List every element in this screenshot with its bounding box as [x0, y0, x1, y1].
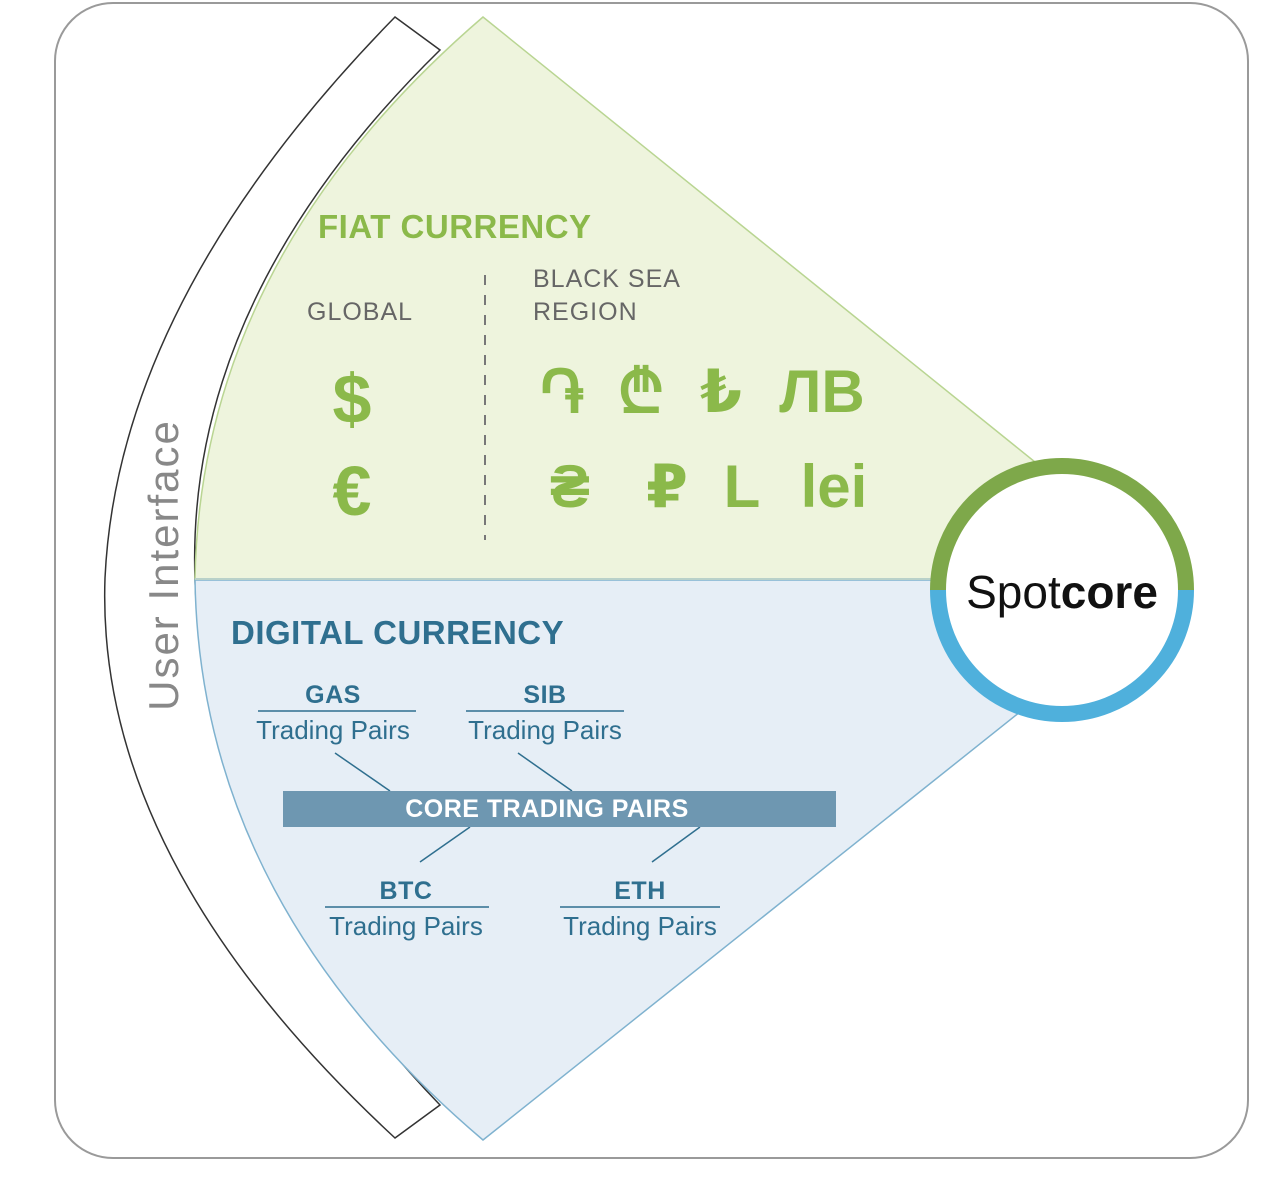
- gas-pair-sub: Trading Pairs: [256, 715, 410, 745]
- eth-pair-code: ETH: [614, 877, 666, 905]
- lei-symbol: lei: [801, 453, 868, 520]
- digital-title: DIGITAL CURRENCY: [231, 614, 564, 651]
- eth-pair-sub: Trading Pairs: [563, 911, 717, 941]
- btc-pair-sub: Trading Pairs: [329, 911, 483, 941]
- black-sea-label-line1: BLACK SEA: [533, 265, 681, 293]
- user-interface-band: [103, 16, 442, 1139]
- lira-symbol: ₺: [700, 358, 742, 425]
- btc-pair-code: BTC: [380, 877, 433, 905]
- euro-symbol: €: [333, 452, 372, 530]
- spotcore-ring-bottom: [930, 589, 1194, 722]
- fiat-sector: [194, 16, 1036, 581]
- global-label: GLOBAL: [307, 298, 413, 326]
- lev-symbol: ЛВ: [779, 358, 864, 425]
- ruble-symbol: ₽: [646, 453, 688, 520]
- eth-connector: [651, 826, 701, 863]
- dollar-symbol: $: [333, 360, 372, 438]
- core-trading-pairs-label: CORE TRADING PAIRS: [405, 795, 689, 823]
- sib-pair-sub: Trading Pairs: [468, 715, 622, 745]
- lari-symbol: ₾: [618, 358, 664, 425]
- gas-pair-code: GAS: [305, 681, 361, 709]
- hryvnia-symbol: ₴: [550, 453, 590, 520]
- sib-pair-code: SIB: [523, 681, 566, 709]
- gas-connector: [334, 752, 391, 792]
- dram-symbol: ֏: [540, 358, 584, 425]
- leu-l-symbol: L: [724, 453, 761, 520]
- digital-sector: [194, 579, 1036, 1141]
- spotcore-ring-top: [930, 458, 1194, 591]
- spotcore-logo-spot: Spot: [966, 566, 1061, 618]
- user-interface-label: User Interface: [140, 419, 187, 711]
- spotcore-logo: Spotcore: [966, 566, 1158, 618]
- core-trading-pairs-bar: [283, 791, 836, 827]
- black-sea-label-line2: REGION: [533, 298, 638, 326]
- btc-connector: [419, 826, 471, 863]
- sib-connector: [517, 752, 573, 792]
- spotcore-ring-fill: [938, 466, 1186, 714]
- fiat-title: FIAT CURRENCY: [318, 208, 592, 245]
- spotcore-logo-core: core: [1061, 566, 1158, 618]
